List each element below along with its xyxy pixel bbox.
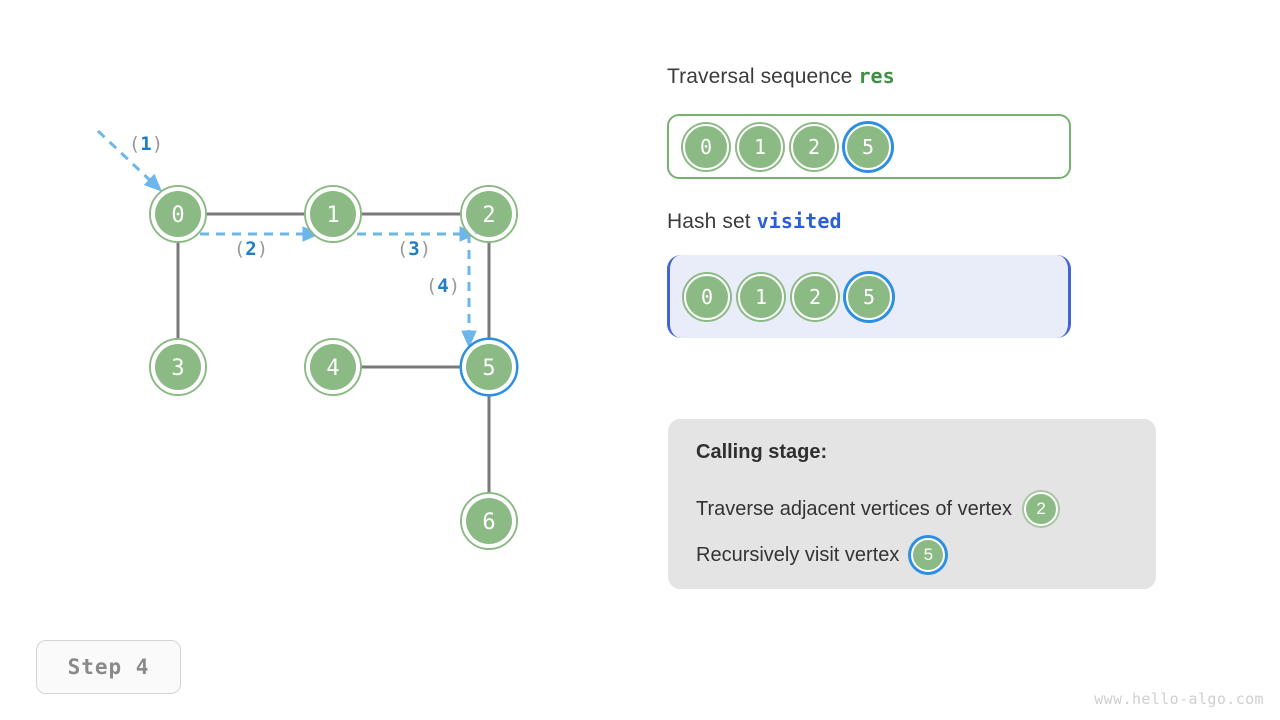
graph-vertex-gap [462, 187, 516, 241]
graph-vertex-ring [459, 337, 519, 397]
graph-vertex-label: 4 [326, 356, 339, 381]
graph-canvas: (1) (2) (3) (4) 0 1 2 3 4 5 6 [96, 129, 519, 550]
res-caption-code: res [858, 64, 895, 88]
graph-vertex-core [466, 498, 512, 544]
visited-caption-code: visited [756, 209, 842, 233]
graph-vertex-core [310, 191, 356, 237]
visited-caption: Hash set visited [667, 209, 842, 234]
graph-vertex-5: 5 [459, 337, 519, 397]
graph-vertex-3: 3 [149, 338, 207, 396]
graph-vertex-label: 5 [482, 356, 495, 381]
res-chip-2: 2 [791, 123, 837, 170]
visited-caption-text: Hash set [667, 210, 757, 233]
graph-vertex-2: 2 [460, 185, 518, 243]
graph-vertex-core [155, 191, 201, 237]
graph-vertex-gap [462, 340, 516, 394]
graph-vertex-gap [151, 340, 205, 394]
graph-vertex-label: 1 [326, 203, 339, 228]
graph-vertex-0: 0 [149, 185, 207, 243]
calling-stage-line-traverse-text: Traverse adjacent vertices of vertex [696, 497, 1013, 520]
graph-vertex-label: 0 [171, 203, 184, 228]
res-chip-5: 5 [845, 123, 891, 170]
step-badge: Step 4 [36, 640, 181, 694]
visited-chip-2: 2 [792, 273, 838, 320]
graph-vertex-label: 6 [482, 510, 495, 535]
traversal-arrows [96, 129, 478, 349]
visited-chip-5: 5 [846, 273, 892, 320]
graph-vertex-gap [306, 187, 360, 241]
calling-stage-line-recurse: Recursively visit vertex 5 [696, 538, 946, 572]
graph-vertex-ring [460, 492, 518, 550]
graph-edges [176, 212, 491, 494]
graph-step-label-1: (1) [129, 133, 163, 155]
graph-vertex-gap [151, 187, 205, 241]
calling-stage-line-traverse: Traverse adjacent vertices of vertex 2 [696, 492, 1059, 526]
watermark: www.hello-algo.com [1094, 690, 1264, 708]
graph-vertex-core [155, 344, 201, 390]
graph-vertex-ring [460, 185, 518, 243]
calling-stage-card: Calling stage: Traverse adjacent vertice… [668, 419, 1156, 589]
calling-stage-vertex-chip-5: 5 [911, 538, 946, 572]
graph-vertex-gap [306, 340, 360, 394]
res-chip-0: 0 [683, 123, 729, 170]
visited-chip-1: 1 [738, 273, 784, 320]
graph-vertex-ring [304, 338, 362, 396]
graph-vertex-ring [149, 185, 207, 243]
graph-vertices: 0 1 2 3 4 5 6 [149, 185, 519, 550]
res-chip-1: 1 [737, 123, 783, 170]
graph-step-label-3: (3) [397, 238, 431, 260]
graph-step-label-2: (2) [234, 238, 268, 260]
graph-vertex-label: 3 [171, 356, 184, 381]
traversal-arrow-1 [96, 129, 163, 192]
graph-vertex-4: 4 [304, 338, 362, 396]
graph-vertex-core [310, 344, 356, 390]
calling-stage-vertex-chip-2: 2 [1024, 492, 1059, 526]
res-caption: Traversal sequence res [667, 64, 895, 89]
graph-step-label-4: (4) [426, 275, 460, 297]
graph-vertex-core [466, 344, 512, 390]
graph-vertex-ring [149, 338, 207, 396]
graph-vertex-ring [304, 185, 362, 243]
graph-vertex-core [466, 191, 512, 237]
res-caption-text: Traversal sequence [667, 65, 859, 88]
calling-stage-line-recurse-text: Recursively visit vertex [696, 543, 900, 566]
calling-stage-title: Calling stage: [696, 441, 828, 463]
graph-vertex-label: 2 [482, 203, 495, 228]
graph-step-labels: (1) (2) (3) (4) [129, 133, 460, 297]
graph-panel: (1) (2) (3) (4) 0 1 2 3 4 5 6 [0, 0, 640, 620]
graph-vertex-gap [462, 494, 516, 548]
visited-chip-0: 0 [684, 273, 730, 320]
graph-vertex-1: 1 [304, 185, 362, 243]
graph-vertex-6: 6 [460, 492, 518, 550]
